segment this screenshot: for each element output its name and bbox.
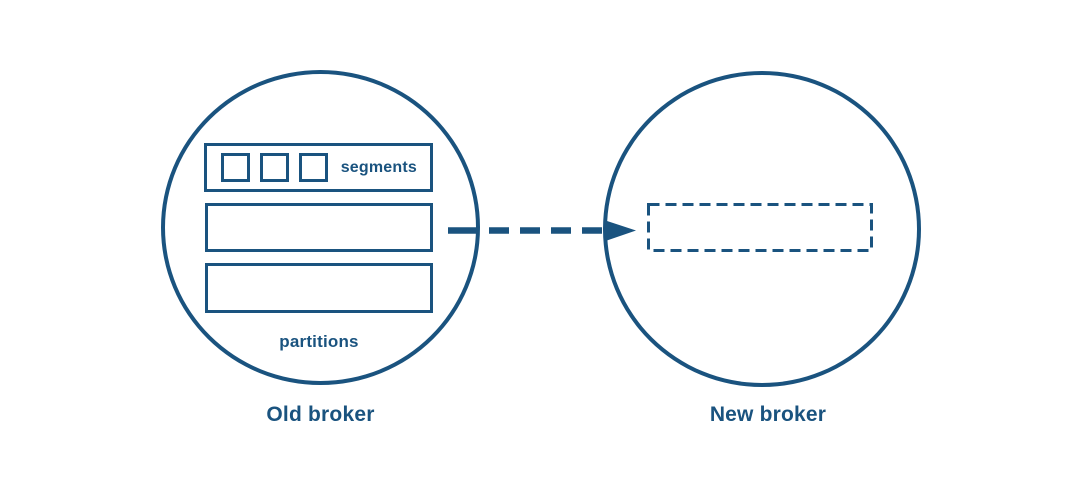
segments-label: segments <box>340 158 417 176</box>
partition-row <box>205 203 433 252</box>
new-broker-circle <box>603 71 921 387</box>
partition-row <box>205 263 433 313</box>
segment-squares <box>221 153 328 182</box>
partitions-label: partitions <box>279 332 359 351</box>
segment-square <box>260 153 289 182</box>
segment-square <box>221 153 250 182</box>
segment-square <box>299 153 328 182</box>
old-broker-label: Old broker <box>266 403 375 426</box>
partition-row-with-segments: segments <box>204 143 433 192</box>
new-broker-label: New broker <box>709 403 827 426</box>
